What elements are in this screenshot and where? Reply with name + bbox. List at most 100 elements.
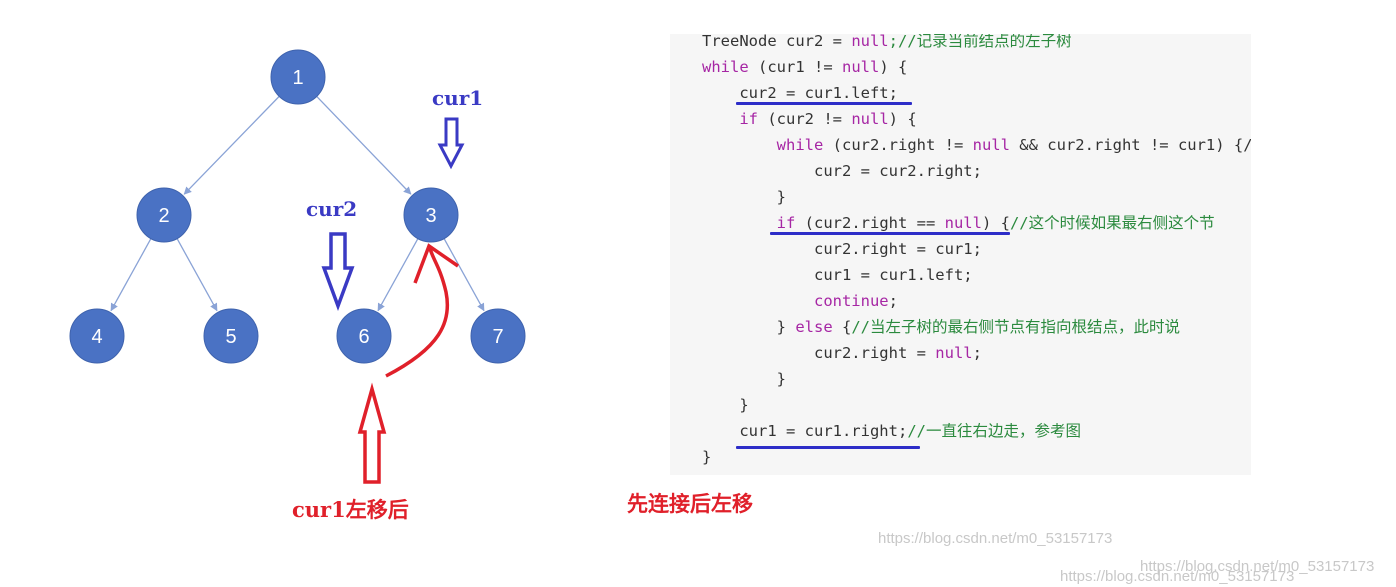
tree-node-5: 5 xyxy=(203,308,259,364)
connect-then-move-label: 先连接后左移 xyxy=(627,491,753,516)
cur1-down-arrow-icon xyxy=(437,117,465,170)
tree-node-1: 1 xyxy=(270,49,326,105)
code-line: if (cur2 != null) { xyxy=(702,106,917,132)
cur2-down-arrow-icon xyxy=(321,232,355,312)
code-token: cur2.right = xyxy=(702,344,936,362)
code-line: } xyxy=(702,184,786,210)
code-token: } xyxy=(702,448,712,466)
code-token: cur2.right = cur1; xyxy=(702,240,982,258)
tree-node-circle xyxy=(69,308,125,364)
tree-edge-2-4 xyxy=(110,238,152,312)
code-token: (cur1 != xyxy=(748,58,842,76)
cur1-moved-left-label: cur1左移后 xyxy=(292,497,409,522)
tree-node-label: 5 xyxy=(225,326,236,348)
code-token xyxy=(702,292,814,310)
code-line: continue; xyxy=(702,288,898,314)
code-line: cur1 = cur1.left; xyxy=(702,262,973,288)
code-token: } xyxy=(702,396,749,414)
code-token: ) { xyxy=(888,110,917,128)
watermark-3: https://blog.csdn.net/m0_53157173 xyxy=(1060,568,1295,585)
tree-node-circle xyxy=(470,308,526,364)
tree-node-circle xyxy=(136,187,192,243)
underline-cur1-right xyxy=(736,446,920,449)
underline-if-null xyxy=(770,232,1010,235)
code-line: cur2.right = cur1; xyxy=(702,236,982,262)
code-line: if (cur2.right == null) {//这个时候如果最右侧这个节 xyxy=(702,210,1215,236)
code-token: //一直往右边走，参考图 xyxy=(907,422,1081,440)
code-token: ) { xyxy=(879,58,908,76)
code-line: cur2 = cur2.right; xyxy=(702,158,982,184)
tree-nodes: 1 2 3 4 5 6 7 xyxy=(69,49,526,364)
code-token: cur1 = cur1.left; xyxy=(702,266,973,284)
code-line: while (cur1 != null) { xyxy=(702,54,907,80)
code-token: while xyxy=(776,136,824,154)
code-token: null xyxy=(851,110,889,128)
curved-link-arrow xyxy=(385,247,450,378)
tree-node-label: 2 xyxy=(158,205,169,227)
tree-node-label: 1 xyxy=(292,67,303,89)
code-token: && cur2.right != cur1) {/ xyxy=(1009,136,1251,154)
tree-node-label: 7 xyxy=(492,326,503,348)
code-token: if xyxy=(739,110,758,128)
code-token: (cur2 != xyxy=(758,110,852,128)
code-line: } xyxy=(702,366,786,392)
code-line: TreeNode cur2 = null;//记录当前结点的左子树 xyxy=(702,34,1072,54)
code-token: null xyxy=(842,58,880,76)
watermark-2: https://blog.csdn.net/m0_53157173 xyxy=(1140,558,1375,575)
code-token: null xyxy=(972,136,1010,154)
code-token: (cur2.right == xyxy=(795,214,945,232)
code-line: cur2 = cur1.left; xyxy=(702,80,898,106)
code-token: //这个时候如果最右侧这个节 xyxy=(1009,214,1215,232)
code-line: } xyxy=(702,444,711,470)
code-token: null xyxy=(935,344,973,362)
tree-node-4: 4 xyxy=(69,308,125,364)
code-token: } xyxy=(702,370,786,388)
curved-link-arrowhead-icon xyxy=(413,243,459,284)
code-token: cur2 = cur2.right; xyxy=(702,162,982,180)
code-token: TreeNode cur2 = xyxy=(702,34,852,50)
code-line: while (cur2.right != null && cur2.right … xyxy=(702,132,1251,158)
code-token: ;//记录当前结点的左子树 xyxy=(888,34,1072,50)
tree-node-label: 3 xyxy=(425,205,436,227)
code-token: ; xyxy=(972,344,982,362)
tree-node-circle xyxy=(203,308,259,364)
tree-edge-1-2 xyxy=(183,95,280,195)
tree-edge-2-5 xyxy=(176,238,218,312)
code-token: { xyxy=(832,318,852,336)
tree-edges xyxy=(110,95,485,312)
tree-edge-3-6 xyxy=(377,238,419,312)
tree-node-circle xyxy=(270,49,326,105)
code-token: continue xyxy=(813,292,889,310)
code-line: cur2.right = null; xyxy=(702,340,982,366)
tree-node-label: 6 xyxy=(358,326,369,348)
tree-node-7: 7 xyxy=(470,308,526,364)
code-token: } xyxy=(702,188,786,206)
code-token: (cur2.right != xyxy=(823,136,973,154)
tree-edge-3-7 xyxy=(443,238,485,312)
underline-cur2-assign xyxy=(736,102,912,105)
cur2-label: cur2 xyxy=(306,197,358,221)
tree-node-label: 4 xyxy=(91,326,102,348)
tree-node-2: 2 xyxy=(136,187,192,243)
code-token: ; xyxy=(888,292,898,310)
code-token: null xyxy=(851,34,889,50)
tree-node-3: 3 xyxy=(403,187,459,243)
code-token: cur1 = cur1.right; xyxy=(702,422,908,440)
code-token xyxy=(702,110,739,128)
code-token: //当左子树的最右侧节点有指向根结点，此时说 xyxy=(851,318,1180,336)
cur1-up-arrow-icon xyxy=(357,382,387,484)
cur1-label: cur1 xyxy=(432,86,484,110)
code-line: } xyxy=(702,392,749,418)
tree-node-circle xyxy=(403,187,459,243)
code-token: if xyxy=(776,214,796,232)
code-token: ) { xyxy=(981,214,1010,232)
code-token: while xyxy=(702,58,749,76)
code-token: null xyxy=(944,214,982,232)
code-line: cur1 = cur1.right;//一直往右边走，参考图 xyxy=(702,418,1081,444)
code-token xyxy=(702,136,777,154)
tree-node-circle xyxy=(336,308,392,364)
watermark-1: https://blog.csdn.net/m0_53157173 xyxy=(878,530,1113,547)
code-token xyxy=(702,214,777,232)
